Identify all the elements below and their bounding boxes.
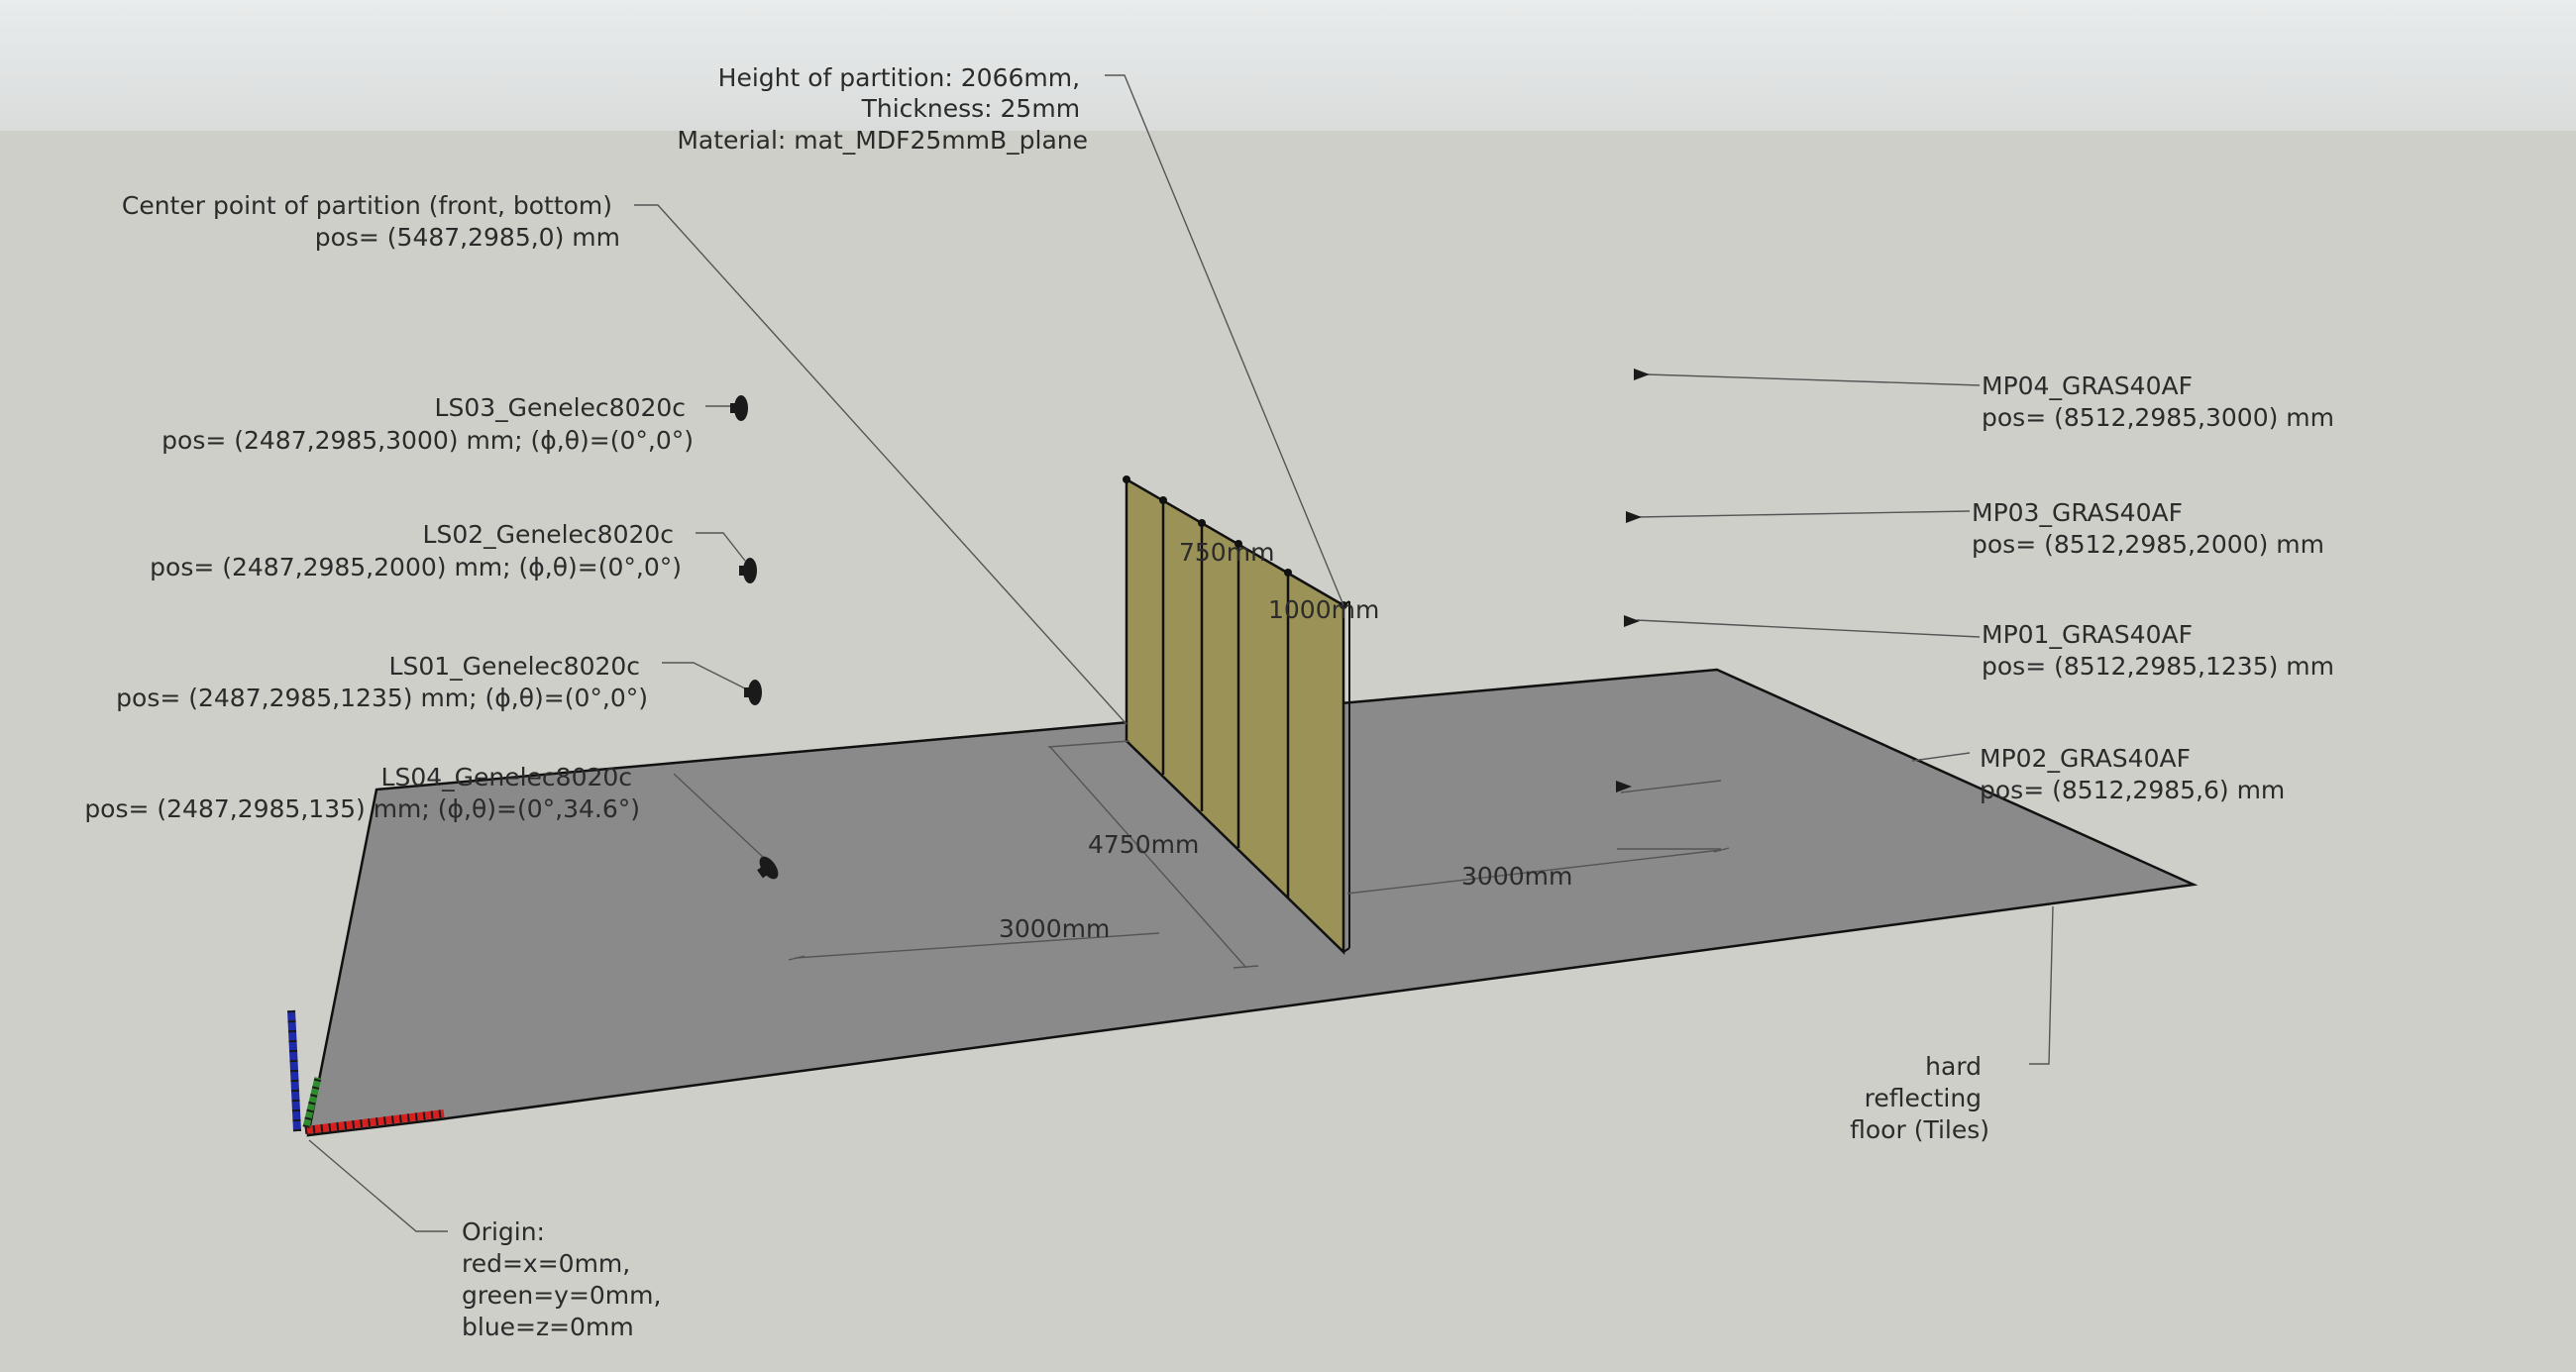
label-partition-center: Center point of partition (front, bottom…: [122, 191, 620, 252]
speaker-icon: [739, 558, 757, 583]
label-mp01: MP01_GRAS40AF pos= (8512,2985,1235) mm: [1982, 620, 2334, 681]
label-ls01: LS01_Genelec8020c pos= (2487,2985,1235) …: [116, 652, 648, 712]
axis-y-ticks: [302, 1077, 322, 1128]
label-origin: Origin: red=x=0mm, green=y=0mm, blue=z=0…: [462, 1217, 669, 1341]
partition-vertex: [1234, 540, 1242, 548]
partition-vertex: [1284, 569, 1292, 577]
label-partition-height: Height of partition: 2066mm, Thickness: …: [677, 63, 1088, 155]
speaker-icon: [744, 680, 762, 705]
label-ls02: LS02_Genelec8020c pos= (2487,2985,2000) …: [150, 520, 682, 581]
microphone-icon: [1616, 781, 1632, 792]
partition-edge: [1342, 947, 1350, 953]
sky: [0, 0, 2576, 131]
label-floor: hard reflecting floor (Tiles): [1850, 1052, 1989, 1144]
dim-750: 750mm: [1179, 538, 1274, 567]
label-mp02: MP02_GRAS40AF pos= (8512,2985,6) mm: [1980, 744, 2285, 804]
partition-vertex: [1123, 475, 1130, 483]
microphone-icon: [1634, 369, 1650, 380]
dim-4750: 4750mm: [1088, 830, 1199, 859]
speaker-icon: [757, 856, 779, 880]
dimension-lines: [788, 740, 1730, 969]
axis-x-red: [304, 1109, 445, 1134]
leader-lines: [308, 74, 2054, 1232]
label-ls04: LS04_Genelec8020c pos= (2487,2985,135) m…: [84, 763, 640, 823]
partition-vertex: [1198, 519, 1206, 527]
origin-axes: [287, 1009, 445, 1134]
label-mp03: MP03_GRAS40AF pos= (8512,2985,2000) mm: [1972, 498, 2324, 559]
axis-z-ticks: [287, 1009, 301, 1132]
dim-3000-left: 3000mm: [999, 914, 1110, 943]
label-mp04: MP04_GRAS40AF pos= (8512,2985,3000) mm: [1982, 371, 2334, 432]
floor-plane: [306, 668, 2199, 1137]
speaker-icon: [730, 395, 748, 421]
partition: [1123, 475, 1350, 955]
microphone-icon: [1626, 511, 1642, 523]
dim-1000: 1000mm: [1268, 595, 1379, 624]
label-ls03: LS03_Genelec8020c pos= (2487,2985,3000) …: [161, 393, 694, 455]
dim-3000-right: 3000mm: [1461, 862, 1572, 891]
microphone-icon: [1624, 615, 1640, 627]
partition-vertex: [1159, 496, 1167, 504]
